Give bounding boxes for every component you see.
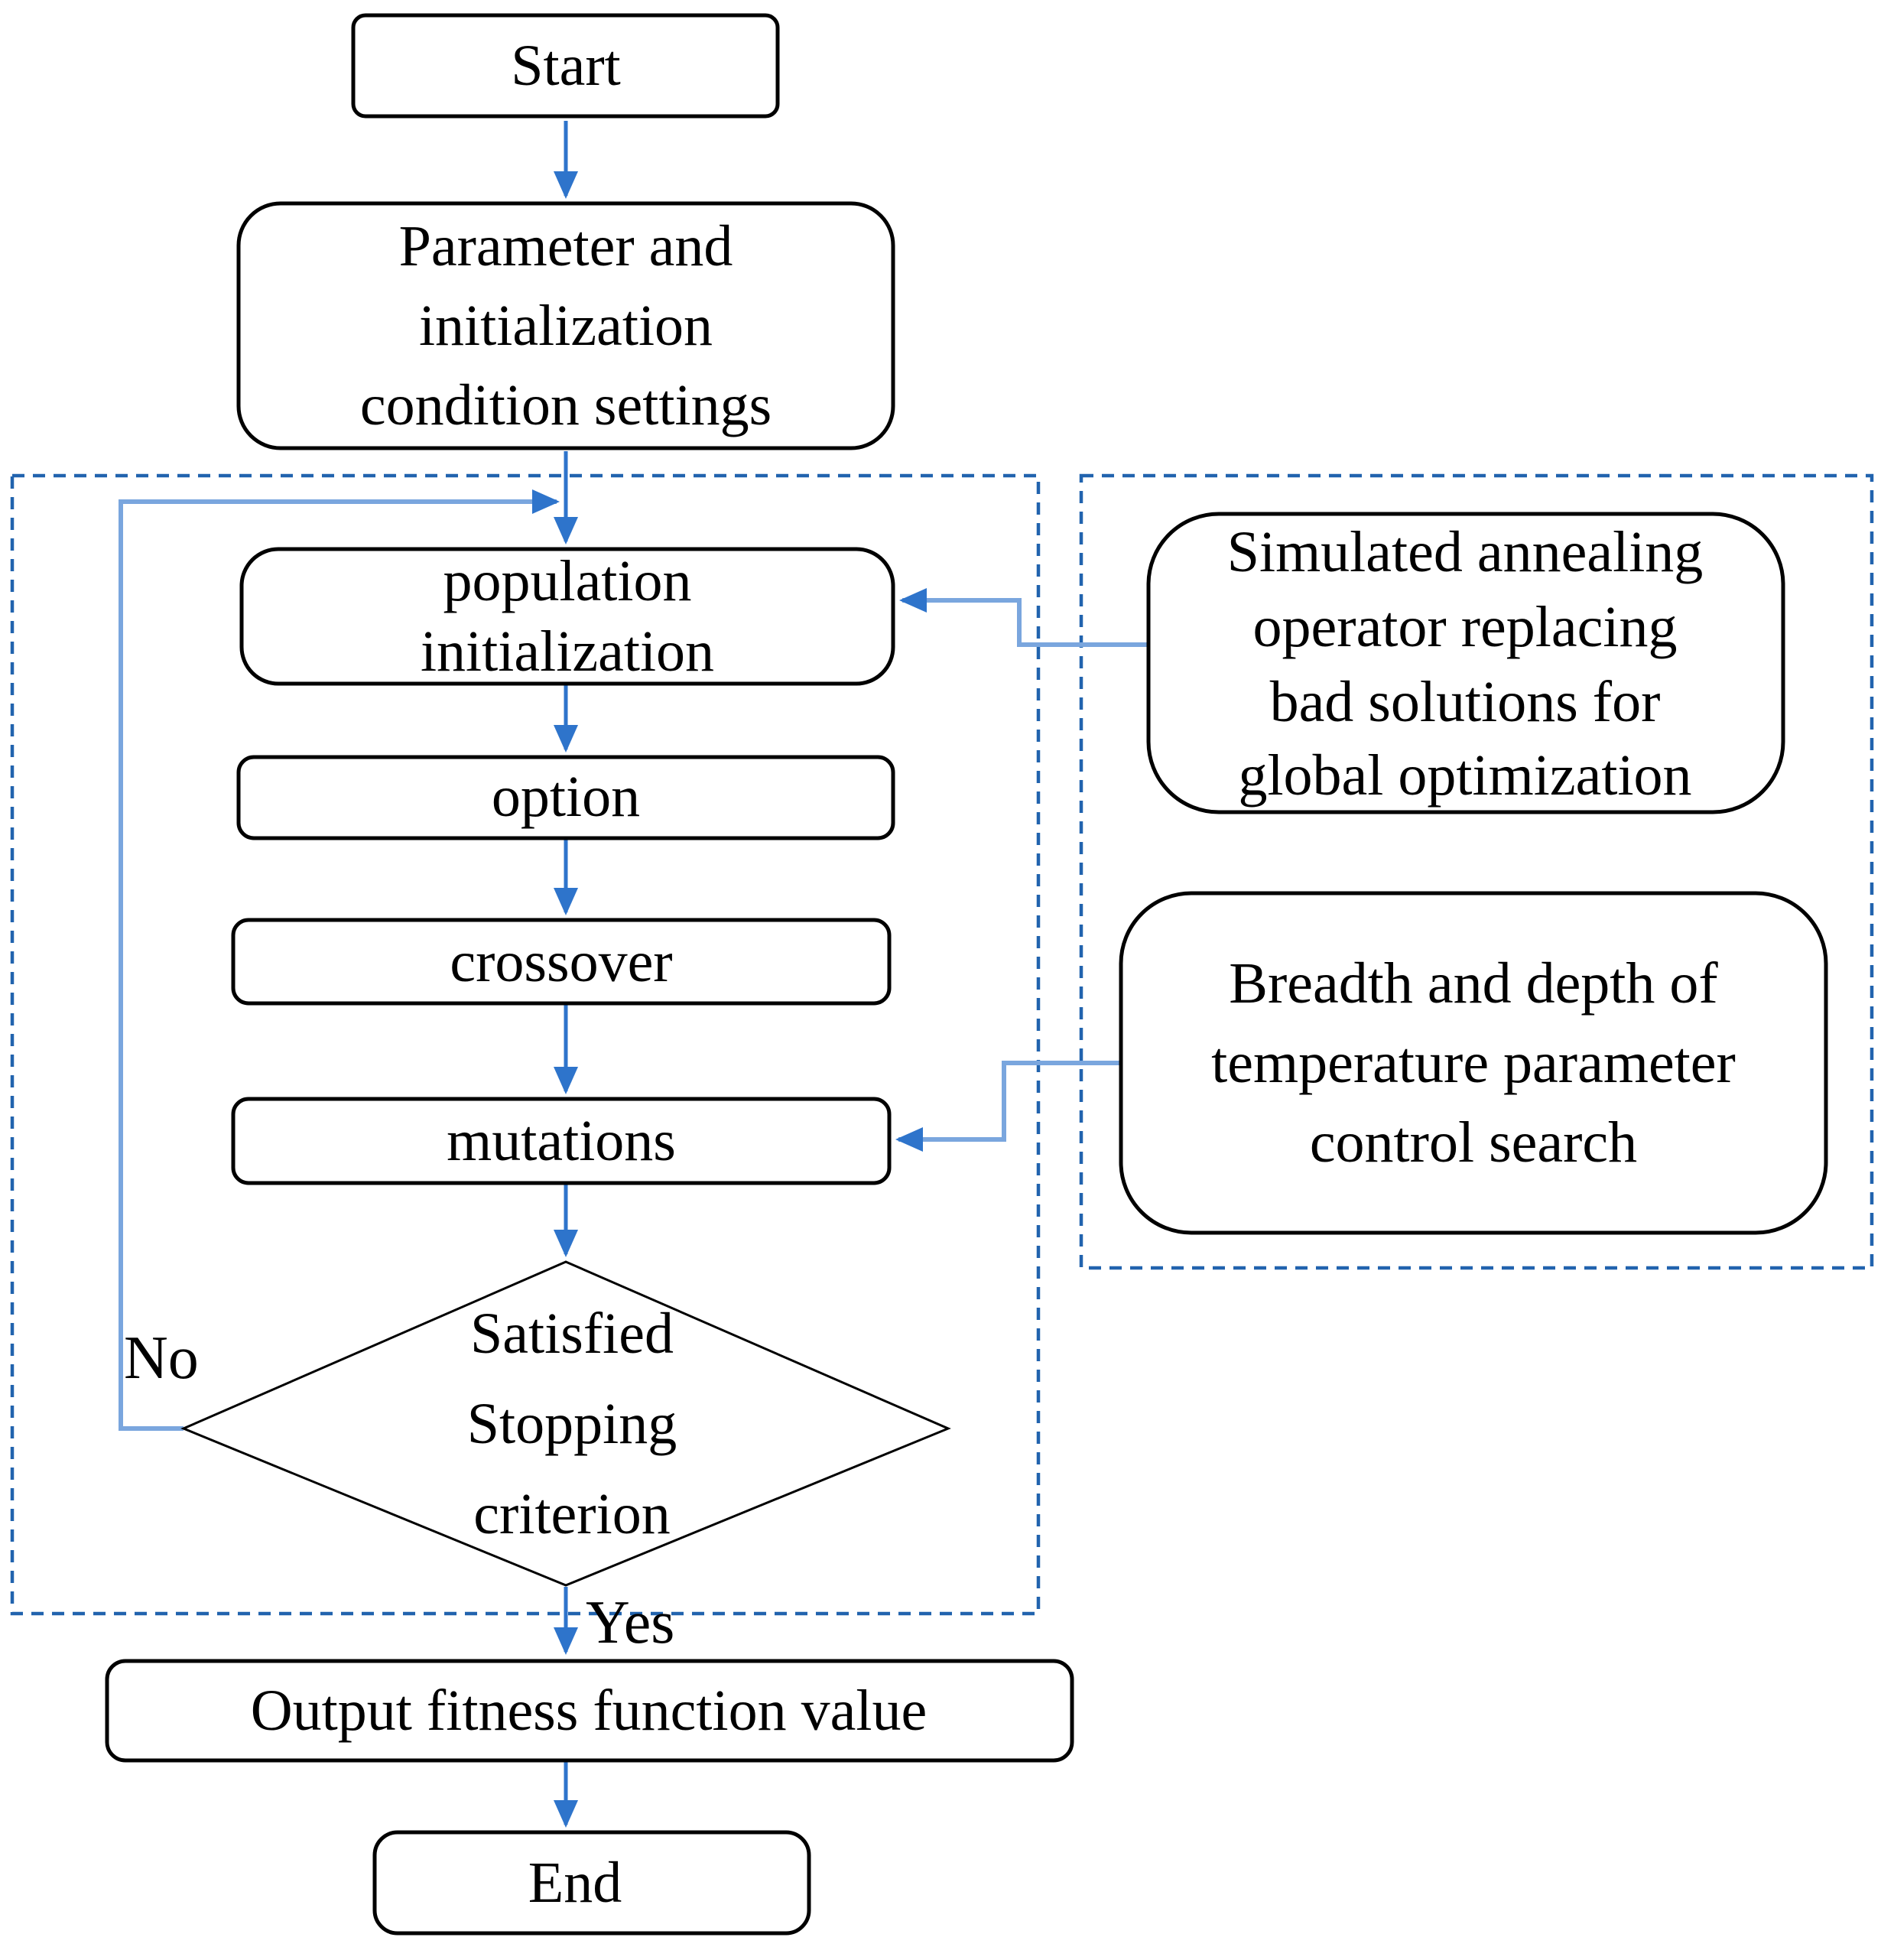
edge-label-no: No [124,1325,199,1392]
node-option [236,755,895,840]
node-start [351,13,780,119]
option-label: option [492,765,640,829]
output-label: Output fitness function value [251,1679,927,1743]
sa-note-line3: bad solutions for [1270,670,1661,734]
node-parameter-settings [236,201,895,450]
mutations-label: mutations [447,1109,676,1173]
loop-no-connector [119,489,560,1431]
decision-label-line1: Satisfied [470,1302,674,1366]
breadth-note-line3: control search [1310,1110,1637,1175]
sa-note-line1: Simulated annealing [1227,520,1704,584]
dashed-region-ga-loop [10,473,1041,1616]
sa-note-line4: global optimization [1238,743,1691,808]
edge-label-yes: Yes [586,1589,674,1656]
node-breadth-note [1119,891,1828,1235]
crossover-label: crossover [450,930,672,994]
connector-sa-note-to-population [899,588,1147,647]
decision-label-line2: Stopping [467,1392,677,1456]
node-end [372,1830,811,1936]
breadth-note-line2: temperature parameter [1211,1031,1736,1095]
parameter-label-line1: Parameter and [399,214,733,278]
sa-note-line2: operator replacing [1253,595,1678,659]
node-mutations [231,1097,892,1185]
parameter-label-line3: condition settings [360,373,772,437]
start-label: Start [511,34,621,98]
end-label: End [528,1851,622,1915]
connector-breadth-note-to-mutations [895,1061,1119,1152]
population-label-line2: initialization [421,619,714,684]
node-output-fitness [105,1659,1074,1763]
node-crossover [231,918,892,1006]
node-sa-note [1146,512,1785,814]
node-population-initialization [239,547,895,686]
breadth-note-line1: Breadth and depth of [1229,951,1718,1016]
parameter-label-line2: initialization [419,294,713,358]
decision-label-line3: criterion [473,1482,670,1546]
population-label-line1: population [443,549,691,613]
node-decision-diamond [180,1260,951,1587]
dashed-region-annealing-notes [1079,473,1874,1270]
